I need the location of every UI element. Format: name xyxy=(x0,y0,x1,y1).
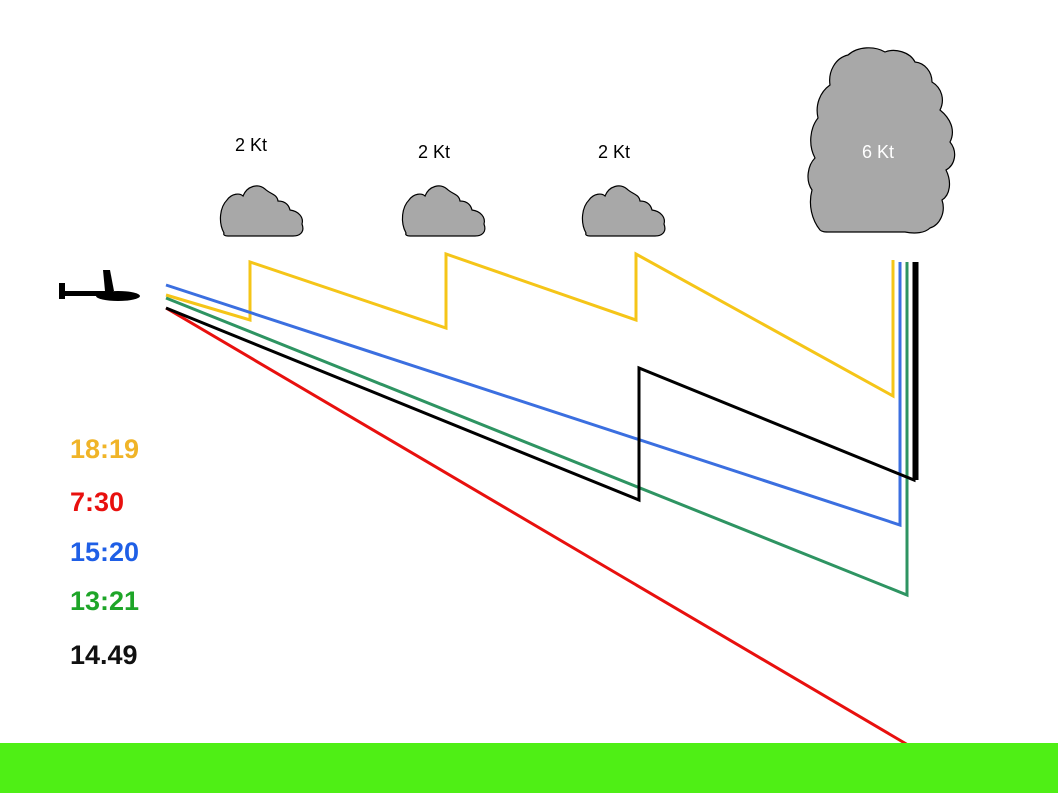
time-label-blue: 15:20 xyxy=(70,537,140,567)
path-blue xyxy=(165,262,902,528)
time-label-black: 14.49 xyxy=(70,640,138,670)
ground xyxy=(0,743,1058,793)
cloud-4-label: 6 Kt xyxy=(862,142,894,162)
time-label-yellow: 18:19 xyxy=(70,434,140,464)
path-black xyxy=(165,262,916,503)
cloud-1 xyxy=(219,185,304,237)
cloud-2 xyxy=(401,185,486,237)
time-label-red: 7:30 xyxy=(70,487,125,517)
time-label-green: 13:21 xyxy=(70,586,140,616)
path-green xyxy=(165,262,909,598)
cloud-2-label: 2 Kt xyxy=(418,142,450,162)
glider-icon xyxy=(59,270,140,301)
cloud-1-label: 2 Kt xyxy=(235,135,267,155)
path-red xyxy=(165,306,909,747)
path-yellow xyxy=(165,251,895,399)
cloud-3 xyxy=(581,185,666,237)
cloud-3-label: 2 Kt xyxy=(598,142,630,162)
cloud-4-large xyxy=(807,47,956,234)
